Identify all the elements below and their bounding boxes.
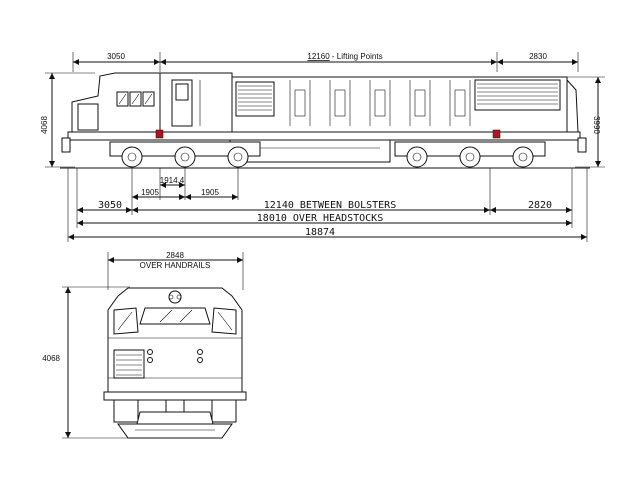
handrail-label: OVER HANDRAILS [140,261,211,270]
top-dimension-chain: 3050 12160 - Lifting Points 2830 [72,52,579,72]
left-height-label: 4068 [40,116,49,134]
radiator-grille [477,83,558,105]
axle-center-label: 1914.4 [160,176,185,185]
left-height-dimension: 4068 [40,72,95,168]
overall-length-label: 18874 [305,227,335,238]
over-headstocks-label: 18010 OVER HEADSTOCKS [257,213,383,224]
right-height-label: 3990 [592,116,601,134]
between-bolsters-label: 12140 BETWEEN BOLSTERS [264,200,396,211]
axle-right-label: 1905 [201,188,219,197]
front-overhang-label: 3050 [98,200,122,211]
top-right-overhang-label: 2830 [529,52,547,61]
locomotive-side-body [60,72,590,169]
front-height-dimension: 4068 [42,286,130,439]
front-height-label: 4068 [42,354,60,363]
rear-bogie [394,141,546,168]
lifting-point-front [155,129,164,139]
front-bogie [109,141,261,168]
headlight-icon [168,290,182,304]
handrail-width-label: 2848 [166,251,184,260]
lifting-point-rear [492,129,501,139]
front-view: 2848 OVER HANDRAILS 4068 [42,251,247,439]
grille-left [238,85,272,111]
handrail-width-dimension: 2848 OVER HANDRAILS [107,251,244,290]
axle-left-label: 1905 [141,188,159,197]
rear-overhang-label: 2820 [528,200,552,211]
top-left-overhang-label: 3050 [107,52,125,61]
locomotive-front-body [103,287,247,439]
bottom-dimension-chain: 1914.4 1905 1905 3050 12140 BETWEEN BOLS… [67,168,588,242]
right-height-dimension: 3990 [565,76,605,168]
side-view: 3050 12160 - Lifting Points 2830 4068 39… [40,52,605,242]
lifting-points-label: 12160 - Lifting Points [307,52,382,61]
